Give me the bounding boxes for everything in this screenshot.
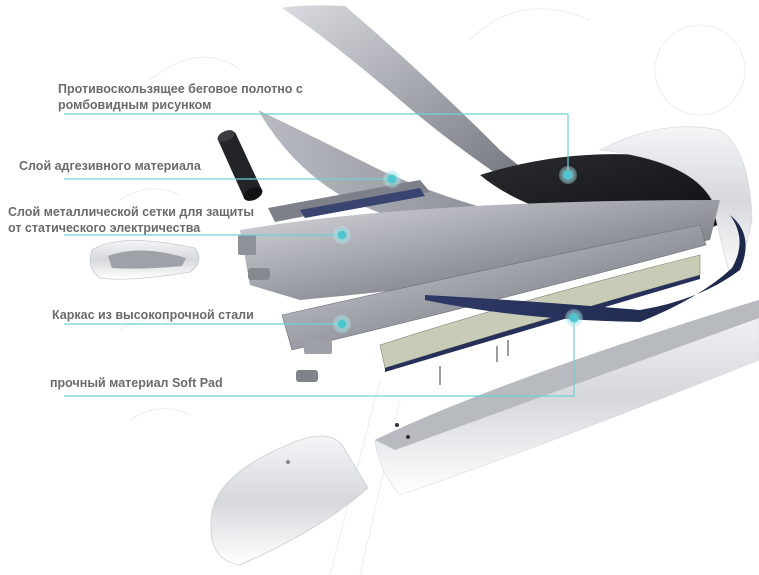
callout-dot-softpad [565, 309, 583, 327]
frame-insert-base [385, 275, 700, 372]
callout-label-line: Каркас из высокопрочной стали [52, 308, 254, 322]
callout-label-belt: Противоскользящее беговое полотно с ромб… [58, 81, 303, 113]
callout-lines [64, 113, 575, 397]
screws [439, 340, 509, 385]
bracket-2 [248, 268, 270, 280]
background-sketch [119, 8, 746, 575]
callout-dots [333, 166, 583, 333]
callout-dot-frame [333, 315, 351, 333]
steel-frame-rail [281, 224, 707, 351]
rear-hood [599, 126, 753, 276]
cover-hole [395, 423, 399, 427]
front-end-cap [210, 435, 369, 566]
callout-label-line: прочный материал Soft Pad [50, 376, 223, 390]
callout-label-line: Слой адгезивного материала [19, 159, 201, 173]
callout-label-line: от статического электричества [8, 221, 201, 235]
adhesive-roller [217, 130, 263, 201]
callout-label-mesh: Слой металлической сетки для защиты от с… [8, 204, 254, 236]
callout-label-line: Противоскользящее беговое полотно с [58, 82, 303, 96]
callout-dot-belt [559, 166, 577, 184]
bracket-1 [238, 235, 256, 255]
left-end-cap-inner [108, 250, 186, 269]
callout-label-line: Слой металлической сетки для защиты [8, 205, 255, 219]
callout-label-frame: Каркас из высокопрочной стали [52, 307, 254, 323]
frame-foot [304, 340, 332, 354]
callout-label-adhesive: Слой адгезивного материала [19, 158, 201, 174]
side-cover-top [375, 300, 759, 450]
callout-dot-mesh [333, 226, 351, 244]
leader-belt [64, 113, 569, 175]
bracket-3 [296, 370, 318, 382]
cap-hole [286, 460, 290, 464]
leader-softpad [64, 318, 575, 397]
cover-hole [406, 435, 410, 439]
callout-label-line: ромбовидным рисунком [58, 98, 212, 112]
belt-top-strip [282, 5, 590, 216]
mesh-deck-plate [240, 200, 720, 300]
callout-dot-adhesive [383, 170, 401, 188]
mesh-deck-pattern [300, 188, 425, 218]
callout-label-softpad: прочный материал Soft Pad [50, 375, 223, 391]
